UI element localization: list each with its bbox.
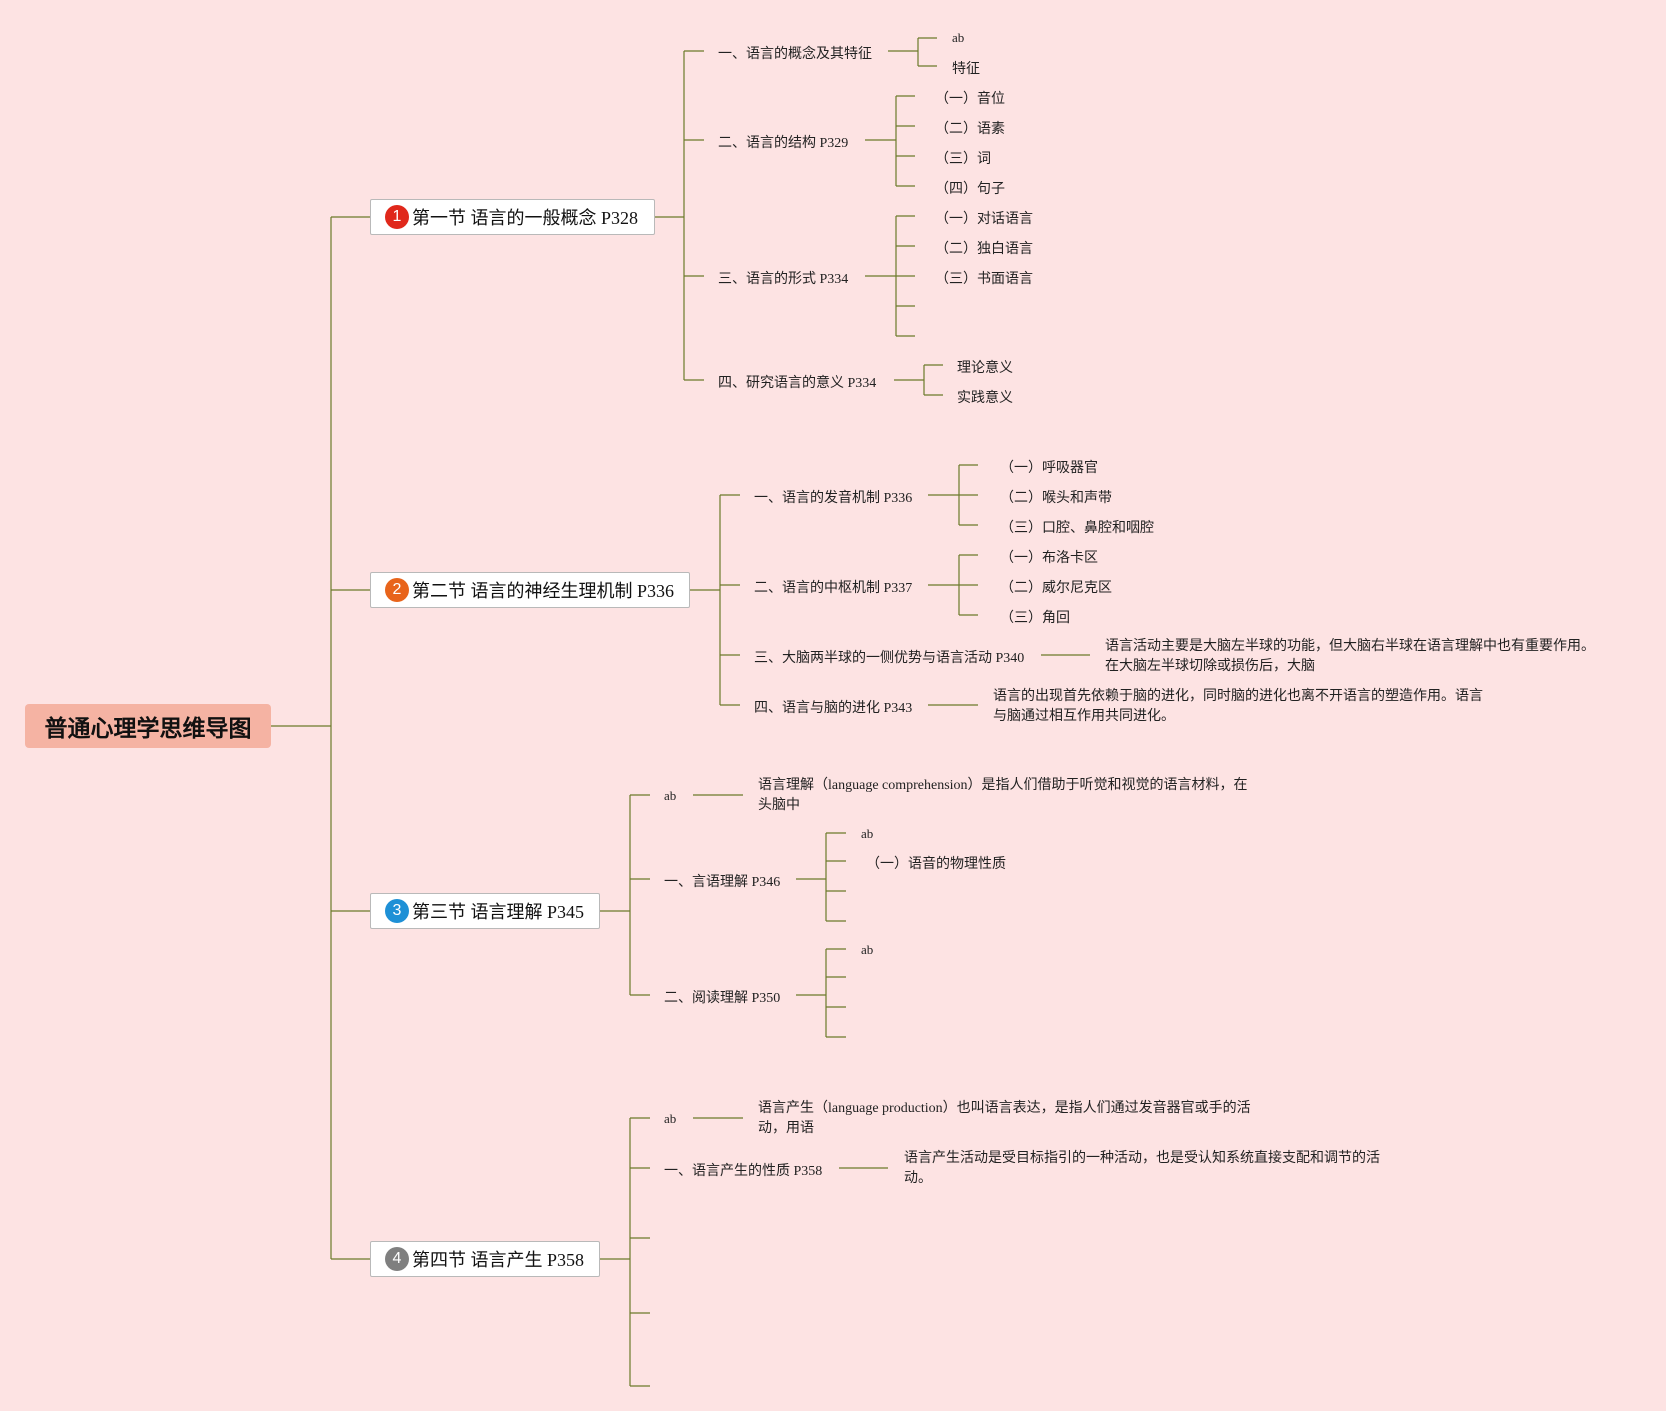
section-1-topic[interactable]: 1 第一节 语言的一般概念 P328 bbox=[370, 199, 655, 235]
topic-1-1[interactable]: 一、语言的概念及其特征 bbox=[718, 47, 872, 62]
topic-2-1-3[interactable]: （三）口腔、鼻腔和咽腔 bbox=[1000, 521, 1154, 536]
topic-2-2[interactable]: 二、语言的中枢机制 P337 bbox=[754, 581, 913, 596]
section-3-title: 第三节 语言理解 P345 bbox=[412, 902, 585, 922]
topic-1-2-4[interactable]: （四）句子 bbox=[935, 182, 1005, 197]
topic-4-2[interactable]: 一、语言产生的性质 P358 bbox=[664, 1164, 823, 1179]
section-1-title: 第一节 语言的一般概念 P328 bbox=[412, 208, 639, 228]
note-3-1[interactable]: 语言理解（language comprehension）是指人们借助于听觉和视觉… bbox=[758, 778, 1248, 813]
note-4-1[interactable]: 语言产生（language production）也叫语言表达，是指人们通过发音… bbox=[758, 1101, 1251, 1136]
topic-3-3[interactable]: 二、阅读理解 P350 bbox=[664, 991, 781, 1006]
topic-2-2-2[interactable]: （二）威尔尼克区 bbox=[1000, 581, 1112, 596]
topic-1-2-2[interactable]: （二）语素 bbox=[935, 122, 1005, 137]
topic-3-3-1[interactable]: ab bbox=[861, 942, 874, 957]
topic-1-3-1[interactable]: （一）对话语言 bbox=[935, 212, 1033, 227]
note-2-4[interactable]: 语言的出现首先依赖于脑的进化，同时脑的进化也离不开语言的塑造作用。语言与脑通过相… bbox=[993, 689, 1483, 724]
root-topic[interactable]: 普通心理学思维导图 bbox=[25, 704, 271, 748]
topic-2-4[interactable]: 四、语言与脑的进化 P343 bbox=[754, 701, 913, 716]
topic-1-4-2[interactable]: 实践意义 bbox=[957, 391, 1013, 406]
badge-2: 2 bbox=[385, 578, 409, 602]
topic-1-2-3[interactable]: （三）词 bbox=[935, 152, 991, 167]
section-4-title: 第四节 语言产生 P358 bbox=[412, 1250, 585, 1270]
badge-1: 1 bbox=[385, 205, 409, 229]
topic-2-1-2[interactable]: （二）喉头和声带 bbox=[1000, 491, 1112, 506]
section-2-title: 第二节 语言的神经生理机制 P336 bbox=[412, 581, 675, 601]
topic-3-1[interactable]: ab bbox=[664, 788, 677, 803]
topic-1-4-1[interactable]: 理论意义 bbox=[957, 361, 1013, 376]
section-4-topic[interactable]: 4 第四节 语言产生 P358 bbox=[370, 1241, 600, 1277]
topic-3-2-1[interactable]: ab bbox=[861, 826, 874, 841]
topic-1-3-2[interactable]: （二）独白语言 bbox=[935, 242, 1033, 257]
section-3-topic[interactable]: 3 第三节 语言理解 P345 bbox=[370, 893, 600, 929]
topic-2-2-1[interactable]: （一）布洛卡区 bbox=[1000, 551, 1098, 566]
badge-3: 3 bbox=[385, 899, 409, 923]
topic-1-2-1[interactable]: （一）音位 bbox=[935, 92, 1005, 107]
topic-1-3-3[interactable]: （三）书面语言 bbox=[935, 272, 1033, 287]
topic-3-2-2[interactable]: （一）语音的物理性质 bbox=[866, 857, 1006, 872]
topic-2-3[interactable]: 三、大脑两半球的一侧优势与语言活动 P340 bbox=[754, 651, 1025, 666]
topic-1-4[interactable]: 四、研究语言的意义 P334 bbox=[718, 376, 877, 391]
note-4-2[interactable]: 语言产生活动是受目标指引的一种活动，也是受认知系统直接支配和调节的活动。 bbox=[904, 1151, 1380, 1186]
topic-1-2[interactable]: 二、语言的结构 P329 bbox=[718, 136, 849, 151]
topic-2-1-1[interactable]: （一）呼吸器官 bbox=[1000, 461, 1098, 476]
topic-2-1[interactable]: 一、语言的发音机制 P336 bbox=[754, 491, 913, 506]
section-2-topic[interactable]: 2 第二节 语言的神经生理机制 P336 bbox=[370, 572, 690, 608]
note-2-3[interactable]: 语言活动主要是大脑左半球的功能，但大脑右半球在语言理解中也有重要作用。在大脑左半… bbox=[1105, 639, 1595, 674]
topic-1-1-1[interactable]: ab bbox=[952, 30, 965, 45]
badge-4: 4 bbox=[385, 1247, 409, 1271]
topic-1-1-2[interactable]: 特征 bbox=[952, 62, 980, 77]
topic-2-2-3[interactable]: （三）角回 bbox=[1000, 611, 1070, 626]
topic-1-3[interactable]: 三、语言的形式 P334 bbox=[718, 272, 849, 287]
topic-3-2[interactable]: 一、言语理解 P346 bbox=[664, 875, 781, 890]
topic-4-1[interactable]: ab bbox=[664, 1111, 677, 1126]
